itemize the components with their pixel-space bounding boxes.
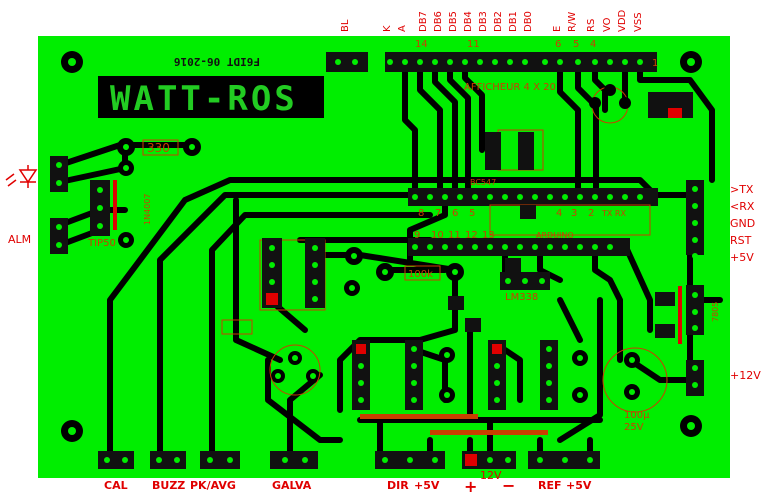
lcd-pin-label: VSS — [633, 12, 644, 32]
mcu-pin-6: 6 — [452, 208, 458, 219]
mcu-pin-9: 9 — [414, 230, 420, 241]
lcd-pin-label: DB6 — [433, 11, 444, 32]
lcd-pin-label: VDD — [617, 9, 628, 32]
mcu-pin-10: 10 — [431, 230, 444, 241]
label-dir: DIR — [387, 479, 409, 492]
lcd-pin-label: E — [552, 26, 563, 32]
mcu-pin-11: 11 — [448, 230, 461, 241]
title-plate — [98, 76, 324, 118]
lcd-pin-label: BL — [340, 19, 351, 32]
label-pkavg: PK/AVG — [190, 479, 236, 492]
lcd-pin-label: DB4 — [463, 11, 474, 32]
lcd-num-4: 4 — [590, 39, 596, 50]
label-12v-right: +12V — [730, 369, 761, 382]
board-title: WATT-ROS — [110, 79, 298, 119]
mcu-pin-7: 7 — [435, 208, 441, 219]
lcd-pin-label: VO — [602, 17, 613, 32]
lcd-pin-label: DB5 — [448, 11, 459, 32]
mirrored-date-text: F6IDT 06-2016 — [174, 55, 260, 68]
label-cap: 100µ — [624, 410, 650, 421]
label-gnd: GND — [730, 217, 755, 230]
label-tx: >TX — [730, 183, 754, 196]
lcd-pin-label: RS — [586, 19, 597, 32]
mcu-pin-4: 4 — [556, 208, 562, 219]
label-ref-5v: +5V — [566, 479, 592, 492]
lcd-num-11: 11 — [467, 39, 480, 50]
component-pads — [50, 84, 704, 435]
label-dir-5v: +5V — [414, 479, 440, 492]
lcd-pin-label: K — [382, 25, 393, 32]
lcd-pin-label: DB2 — [493, 11, 504, 32]
lcd-num-6: 6 — [555, 39, 561, 50]
label-r100k: 100k — [408, 269, 433, 280]
label-bc547: BC547 — [470, 178, 496, 187]
lcd-name: AFFICHEUR 4 X 20 — [464, 82, 556, 93]
label-7805: 7805 — [711, 302, 720, 322]
label-cal: CAL — [104, 479, 128, 492]
lcd-num-5: 5 — [573, 39, 579, 50]
label-minus: − — [502, 476, 515, 493]
lcd-header — [326, 52, 657, 72]
mcu-pin-5: 5 — [469, 208, 475, 219]
label-12v-bottom: 12V — [480, 469, 502, 482]
lcd-pin-label: DB1 — [508, 11, 519, 32]
label-plus: + — [464, 477, 477, 493]
lcd-pin-label: DB0 — [523, 11, 534, 32]
mcu-pin-3: 3 — [571, 208, 577, 219]
label-5v-right: +5V — [730, 251, 754, 264]
mcu-name: ARDUINO — [536, 231, 574, 240]
mcu-pin-2: 2 — [588, 208, 594, 219]
lcd-pin-label: A — [397, 25, 408, 32]
label-lm338: LM338 — [505, 292, 538, 303]
mcu-headers — [408, 129, 658, 256]
mcu-pin-12: 12 — [465, 230, 478, 241]
mcu-pin-8: 8 — [418, 208, 424, 219]
lcd-num-1: 1 — [652, 58, 658, 69]
label-r330: 330 — [147, 141, 170, 155]
label-1n4007: 1N4007 — [143, 194, 152, 225]
lcd-pin-label: R/W — [567, 12, 578, 32]
label-buzz: BUZZ — [152, 479, 185, 492]
label-tip50: TIP50 — [87, 238, 116, 249]
label-alm: ALM — [8, 233, 31, 246]
lcd-pin-label: DB7 — [418, 11, 429, 32]
label-cap-voltage: 25V — [624, 422, 644, 433]
mounting-holes — [61, 51, 702, 442]
led-symbol — [5, 165, 38, 188]
label-rst: RST — [730, 234, 752, 247]
mcu-txrx: TX RX — [601, 209, 626, 218]
label-ref: REF — [538, 479, 562, 492]
label-galva: GALVA — [272, 479, 312, 492]
bottom-connectors — [98, 451, 600, 469]
label-rx: <RX — [730, 200, 755, 213]
mcu-pin-13: 13 — [482, 230, 495, 241]
lcd-num-14: 14 — [415, 39, 428, 50]
lcd-pin-label: DB3 — [478, 11, 489, 32]
